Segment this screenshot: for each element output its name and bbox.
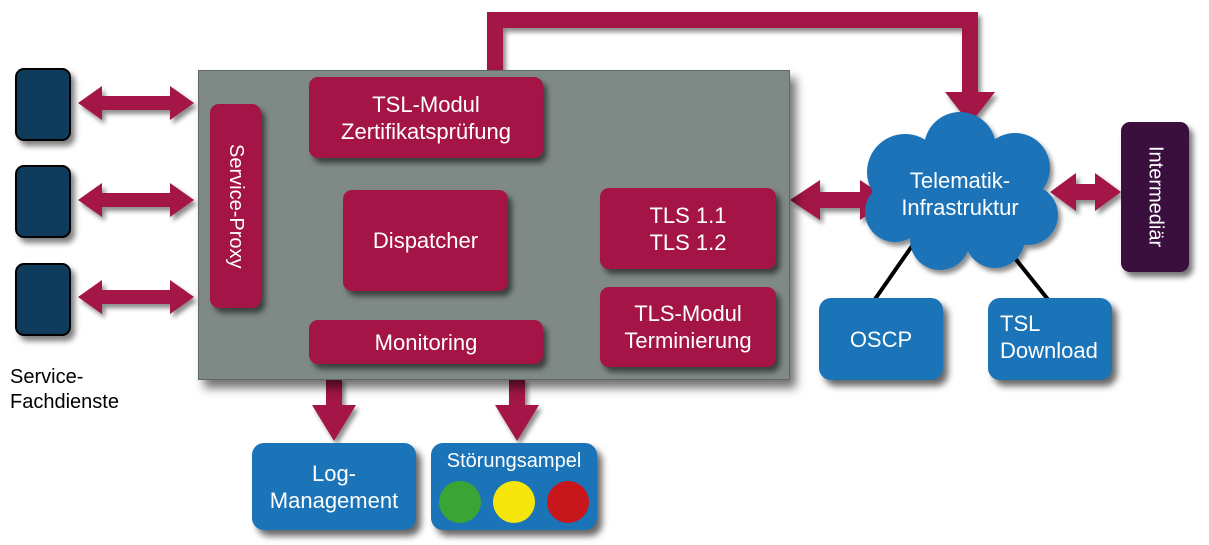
service-fachdienste-line1: Service- — [10, 366, 84, 388]
tls-versions-box: TLS 1.1 TLS 1.2 — [600, 188, 776, 269]
telematik-line1: Telematik- — [909, 168, 1011, 193]
fachdienst-box-1 — [15, 68, 71, 141]
tls-line1: TLS 1.1 — [649, 202, 727, 228]
fachdienst-box-3 — [15, 263, 71, 336]
double-arrow-2 — [78, 183, 194, 217]
traffic-light-yellow — [493, 481, 535, 523]
telematik-line2: Infrastruktur — [901, 195, 1019, 220]
stoerungsampel-label: Störungsampel — [446, 450, 582, 472]
log-line1: Log- — [311, 460, 357, 486]
down-arrow-log — [312, 378, 356, 441]
service-proxy: Service-Proxy — [210, 104, 261, 308]
tsl-download-line2: Download — [1000, 338, 1098, 363]
dispatcher-label: Dispatcher — [372, 228, 479, 253]
down-arrow-ampel — [495, 378, 539, 441]
tsl-download-line1: TSL — [1000, 311, 1041, 336]
tsl-modul-line1: TSL-Modul — [372, 91, 480, 117]
dispatcher-box: Dispatcher — [343, 190, 508, 291]
stoerungsampel-box: Störungsampel — [431, 443, 597, 530]
top-connector-arrow — [487, 12, 995, 124]
tls-line2: TLS 1.2 — [649, 229, 727, 255]
double-arrow-panel-cloud — [790, 180, 890, 220]
double-arrow-1 — [78, 86, 194, 120]
double-arrow-3 — [78, 280, 194, 314]
log-line2: Management — [269, 487, 399, 513]
double-arrow-cloud-intermediaer — [1050, 173, 1121, 211]
line-cloud-tsl — [1008, 250, 1052, 304]
tsl-modul-line2: Zertifikatsprüfung — [341, 118, 511, 144]
service-fachdienste-line2: Fachdienste — [10, 391, 119, 413]
monitoring-label: Monitoring — [374, 329, 478, 355]
tsl-modul-box: TSL-Modul Zertifikatsprüfung — [309, 77, 543, 158]
log-management-box: Log- Management — [252, 443, 416, 530]
fachdienst-box-2 — [15, 165, 71, 238]
service-proxy-label: Service-Proxy — [225, 143, 247, 269]
tls-modul-box: TLS-Modul Terminierung — [600, 287, 776, 367]
monitoring-box: Monitoring — [309, 320, 543, 364]
oscp-label: OSCP — [849, 326, 913, 352]
traffic-light-red — [547, 481, 589, 523]
telematik-label: Telematik- Infrastruktur — [880, 167, 1040, 221]
oscp-box: OSCP — [819, 298, 943, 380]
tsl-download-box: TSL Download — [988, 298, 1112, 380]
tls-modul-line2: Terminierung — [624, 328, 752, 353]
line-cloud-oscp — [871, 244, 914, 304]
traffic-light-green — [439, 481, 481, 523]
service-fachdienste-label: Service- Fachdienste — [10, 365, 160, 415]
intermediaer-label: Intermediär — [1144, 146, 1167, 248]
intermediaer-box: Intermediär — [1121, 122, 1189, 272]
tls-modul-line1: TLS-Modul — [634, 301, 742, 326]
